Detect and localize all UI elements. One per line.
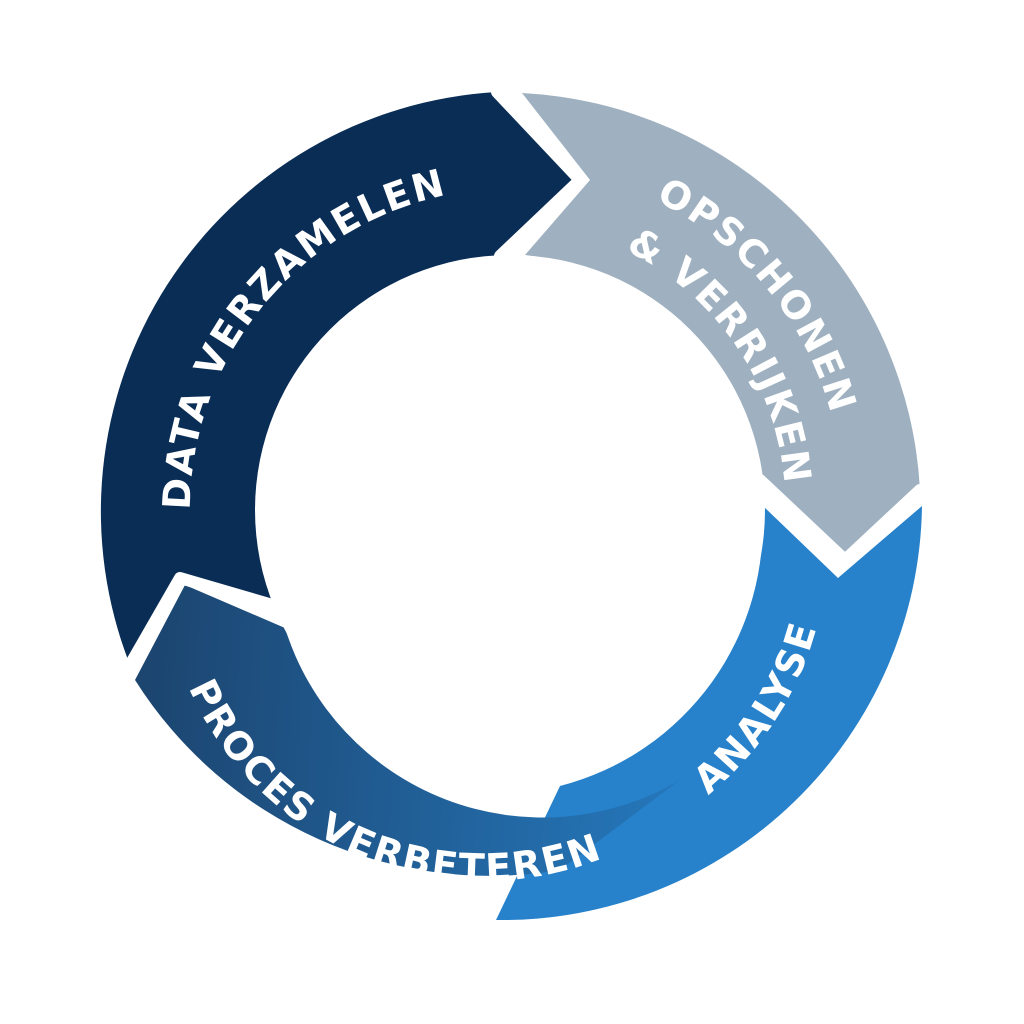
separator-left <box>124 572 282 671</box>
separator-top <box>491 86 586 262</box>
inner-circle <box>255 255 765 765</box>
segment-proces-verbeteren <box>135 585 680 876</box>
segment-opschonen-verrijken <box>522 93 920 560</box>
segment-separators <box>124 86 926 671</box>
separator-right <box>754 474 926 566</box>
segment-data-verzamelen <box>100 92 580 665</box>
